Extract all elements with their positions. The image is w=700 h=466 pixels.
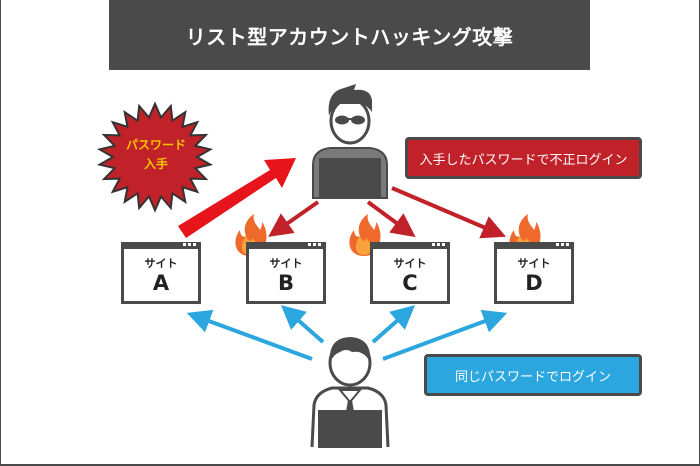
window-dots-icon [556, 243, 569, 246]
site-letter: C [402, 271, 418, 295]
login-arrows [186, 305, 508, 361]
user-action-label: 同じパスワードでログイン [424, 354, 642, 396]
attack-arrow-d [391, 186, 507, 239]
site-b: サイト B [246, 242, 326, 304]
page-title: リスト型アカウントハッキング攻撃 [109, 0, 590, 70]
starburst-icon [96, 101, 214, 213]
site-name: サイト [269, 257, 303, 270]
hacker-icon [312, 84, 388, 199]
user-icon [310, 337, 390, 448]
site-d: サイト D [494, 242, 574, 304]
login-arrow-a [186, 309, 313, 361]
login-arrow-b [280, 305, 325, 344]
site-name: サイト [517, 257, 551, 270]
burst-label: パスワード 入手 [97, 136, 215, 174]
attacker-action-label: 入手したパスワードで不正ログイン [405, 137, 642, 179]
site-c: サイト C [370, 242, 450, 304]
login-arrow-d [382, 309, 508, 361]
site-name: サイト [144, 257, 178, 270]
site-letter: B [277, 271, 294, 295]
login-arrow-c [371, 305, 416, 344]
window-dots-icon [308, 243, 321, 246]
window-dots-icon [183, 243, 196, 246]
attack-arrow-b [268, 200, 320, 237]
attack-arrows [268, 186, 507, 239]
attack-arrow-c [366, 200, 416, 238]
burst-label-line1: パスワード [125, 138, 186, 152]
site-letter: D [525, 271, 543, 295]
site-letter: A [152, 271, 170, 295]
burst-label-line2: 入手 [143, 157, 168, 171]
site-a: サイト A [121, 242, 201, 304]
window-dots-icon [432, 243, 445, 246]
stolen-password-arrow [178, 158, 296, 238]
site-name: サイト [393, 257, 427, 270]
